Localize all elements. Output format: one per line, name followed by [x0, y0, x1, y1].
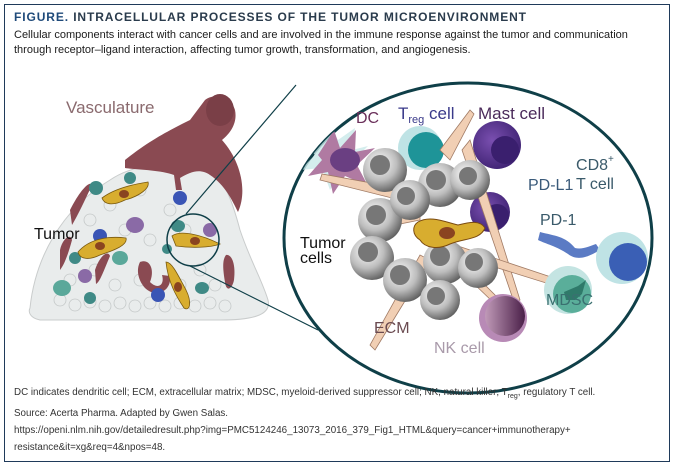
fibroblast-zoomed	[413, 218, 486, 248]
figure-title-text: INTRACELLULAR PROCESSES OF THE TUMOR MIC…	[73, 10, 527, 24]
figure-title: FIGURE. INTRACELLULAR PROCESSES OF THE T…	[14, 10, 527, 24]
zoomed-microenvironment	[282, 81, 654, 395]
label-cd8-main: CD8	[576, 157, 609, 174]
label-tumor: Tumor	[34, 226, 80, 243]
figure-label: FIGURE.	[14, 10, 69, 24]
label-pd-1: PD-1	[540, 212, 577, 229]
label-tumor-cells-line1: Tumor	[300, 235, 346, 252]
nk-cell	[479, 294, 527, 342]
source-credit: Source: Acerta Pharma. Adapted by Gwen S…	[14, 407, 229, 419]
pd-l1-pd-1-link	[538, 232, 600, 258]
label-nk-cell: NK cell	[434, 340, 485, 357]
abbreviations-text: DC indicates dendritic cell; ECM, extrac…	[14, 387, 508, 398]
label-cd8-t-cell: CD8+ T cell	[576, 150, 614, 194]
treg-cell	[398, 126, 444, 170]
abbreviations: DC indicates dendritic cell; ECM, extrac…	[14, 384, 664, 405]
source-url-line1[interactable]: https://openi.nlm.nih.gov/detailedresult…	[14, 424, 571, 436]
label-tumor-cells-line2: cells	[300, 250, 333, 267]
label-pd-l1: PD-L1	[528, 177, 574, 194]
figure-footer: DC indicates dendritic cell; ECM, extrac…	[14, 384, 664, 456]
source-url-line2[interactable]: resistance&it=xg&req=4&npos=48.	[14, 441, 166, 453]
label-tumor-cells: Tumor cells	[300, 235, 346, 267]
vasculature	[60, 94, 243, 293]
label-treg-sub: reg	[408, 114, 425, 126]
label-mdsc: MDSC	[546, 292, 594, 309]
figure-caption: Cellular components interact with cancer…	[14, 29, 628, 56]
label-cd8-line2: T cell	[576, 176, 614, 193]
mdsc-cell	[544, 266, 592, 314]
label-treg-cell: Treg cell	[398, 104, 455, 126]
label-treg-suffix: cell	[429, 104, 455, 123]
label-dc: DC	[356, 110, 380, 127]
label-mast-cell: Mast cell	[478, 104, 546, 123]
cd8-t-cell	[596, 232, 648, 284]
label-treg-main: T	[398, 104, 409, 123]
abbreviations-sub: reg	[507, 392, 518, 400]
label-vasculature: Vasculature	[66, 98, 155, 117]
label-cd8-sup: +	[608, 154, 614, 165]
fibroblasts	[77, 181, 221, 310]
magnifier	[166, 84, 319, 331]
abbreviations-end: , regulatory T cell.	[517, 387, 596, 398]
tumor-cells	[350, 148, 498, 320]
label-ecm: ECM	[374, 320, 410, 337]
